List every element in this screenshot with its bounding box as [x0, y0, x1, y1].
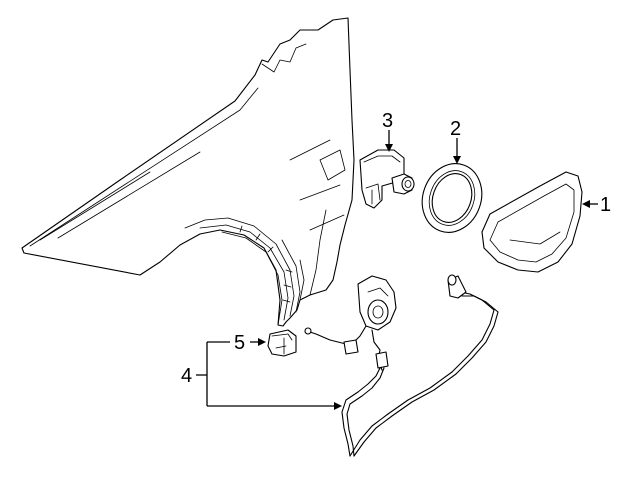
callout-1-leader — [582, 200, 598, 208]
callout-5: 5 — [234, 332, 245, 354]
fender-panel-icon — [21, 17, 355, 327]
seal-ring-icon — [421, 163, 483, 233]
wiring-harness-icon — [304, 274, 499, 457]
callout-4-bracket — [196, 341, 342, 410]
callout-5-leader — [250, 338, 266, 346]
door-actuator-icon — [359, 149, 415, 209]
callout-3: 3 — [382, 110, 393, 132]
fuel-door-icon — [481, 171, 583, 273]
callout-4: 4 — [181, 365, 192, 387]
callout-2-leader — [453, 138, 461, 164]
callout-2: 2 — [450, 118, 461, 140]
callout-1: 1 — [600, 194, 611, 216]
callout-3-leader — [385, 130, 393, 152]
connector-icon — [267, 329, 297, 357]
